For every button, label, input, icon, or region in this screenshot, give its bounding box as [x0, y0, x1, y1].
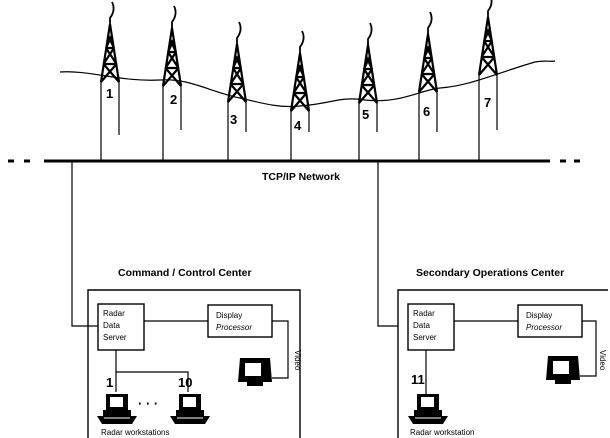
- tower-1: [101, 2, 119, 82]
- tower-number-7: 7: [484, 95, 491, 110]
- tower-5: [359, 23, 377, 103]
- video-link: [272, 321, 288, 378]
- center-title-command: Command / Control Center: [118, 267, 252, 279]
- secondary-display-monitor-icon: [546, 356, 580, 384]
- secondary-processor-label-line1: Display: [526, 311, 552, 320]
- server-label-line3: Server: [103, 333, 127, 342]
- tower-number-1: 1: [106, 86, 113, 101]
- tower-number-6: 6: [423, 104, 430, 119]
- tower-number-5: 5: [362, 107, 369, 122]
- video-label: Video: [293, 350, 302, 371]
- radar-workstation-11-icon: [408, 394, 448, 424]
- processor-label-line1: Display: [216, 311, 242, 320]
- network-drop-right: [378, 161, 398, 326]
- display-monitor-icon: [238, 358, 272, 386]
- tower-4: [291, 31, 309, 111]
- secondary-display-processor-box: [518, 305, 582, 337]
- center-title-secondary: Secondary Operations Center: [416, 267, 564, 279]
- network-label: TCP/IP Network: [262, 171, 340, 183]
- secondary-video-label: Video: [598, 350, 607, 371]
- tower-number-3: 3: [230, 112, 237, 127]
- secondary-server-label-line1: Radar: [413, 309, 435, 318]
- tower-2: [163, 6, 181, 86]
- secondary-server-label-line2: Data: [413, 321, 430, 330]
- workstation-number-last: 10: [178, 375, 192, 390]
- workstation-number-first: 1: [106, 375, 113, 390]
- server-label-line2: Data: [103, 321, 120, 330]
- workstation-ellipsis: · · ·: [138, 396, 158, 411]
- tower-3: [228, 22, 246, 102]
- tower-6: [419, 12, 437, 92]
- tower-7: [479, 0, 497, 75]
- radar-workstation-10-icon: [170, 394, 210, 424]
- server-label-line1: Radar: [103, 309, 125, 318]
- display-processor-box: [208, 305, 272, 337]
- tower-number-2: 2: [170, 92, 177, 107]
- processor-label-line2: Processor: [216, 323, 252, 332]
- radar-workstation-1-icon: [97, 394, 137, 424]
- tower-number-4: 4: [294, 118, 302, 133]
- secondary-processor-label-line2: Processor: [526, 323, 562, 332]
- workstations-label: Radar workstations: [101, 428, 169, 437]
- network-drop-left: [72, 161, 98, 326]
- secondary-workstation-number: 11: [411, 372, 425, 387]
- secondary-workstation-label: Radar workstation: [410, 428, 474, 437]
- secondary-server-label-line3: Server: [413, 333, 437, 342]
